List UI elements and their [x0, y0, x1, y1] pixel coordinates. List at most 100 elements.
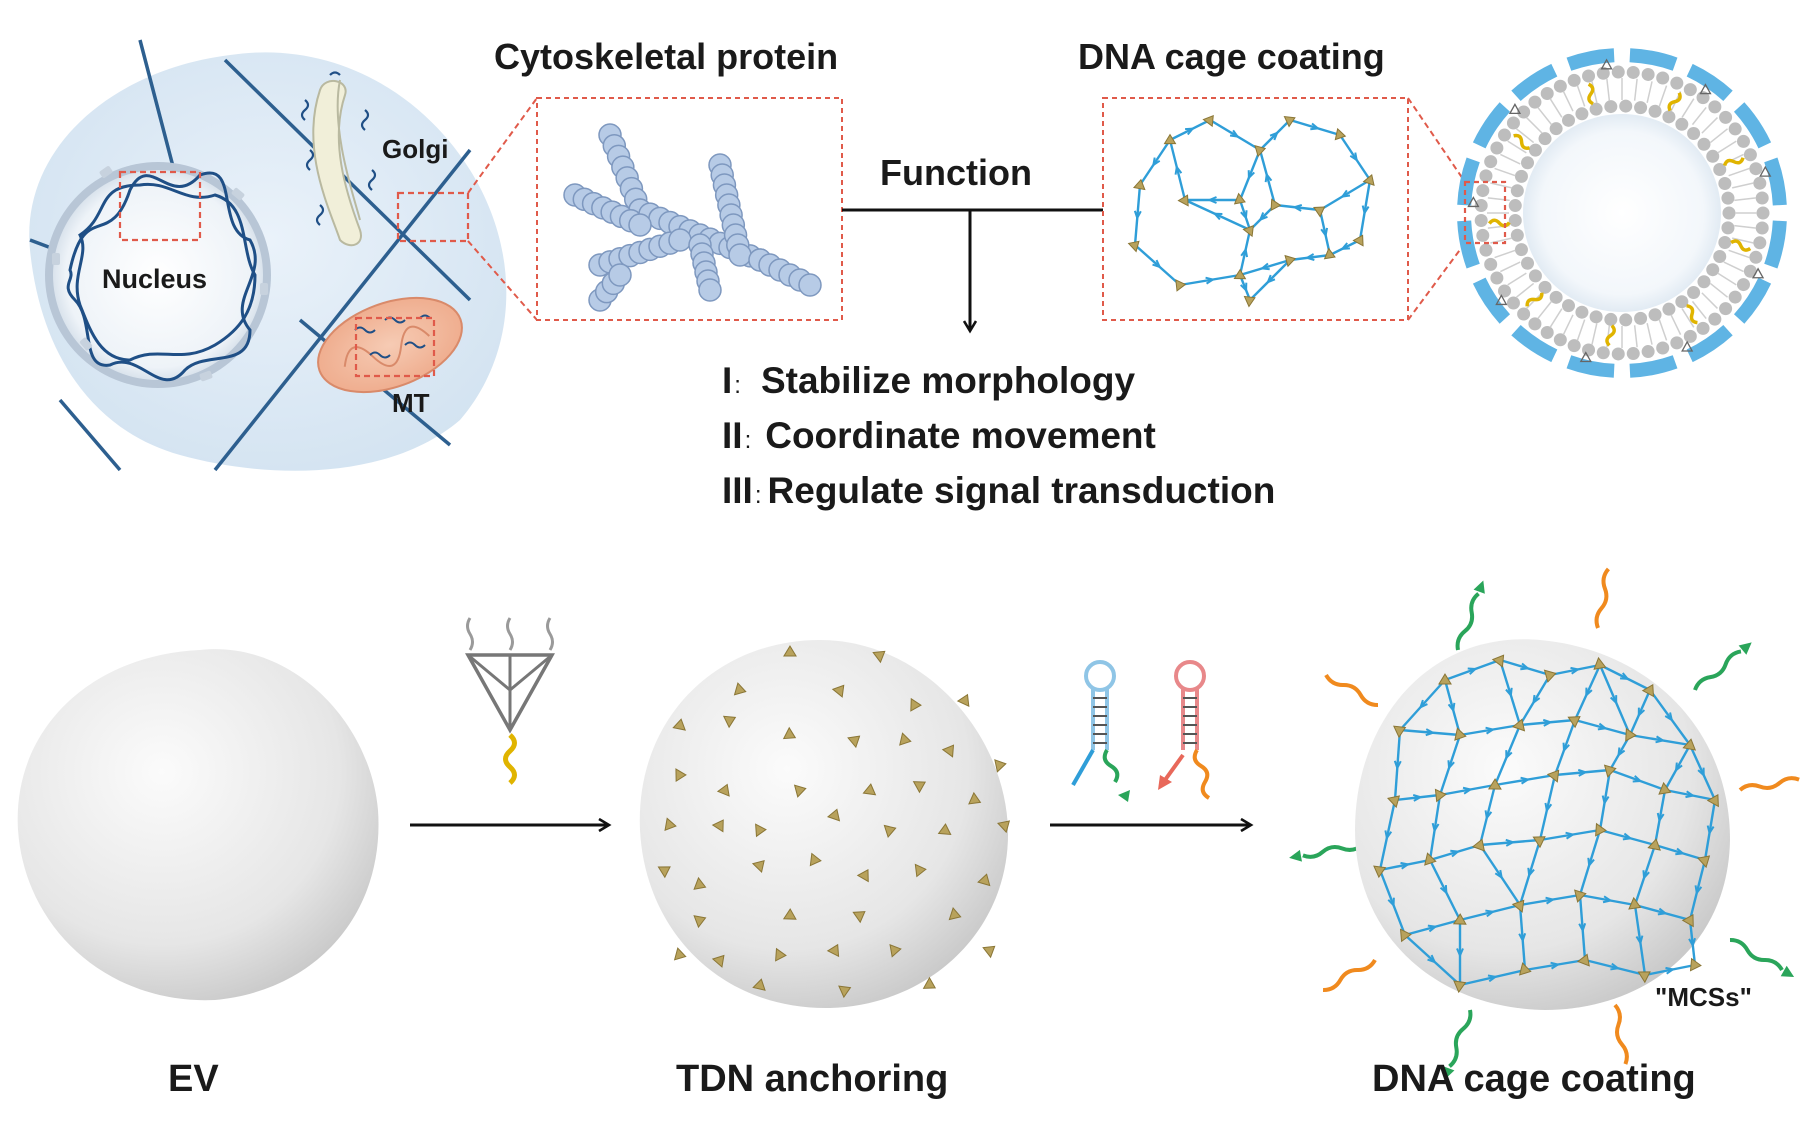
- lipid-tail: [1658, 319, 1668, 341]
- lipid-head: [1528, 143, 1542, 157]
- tdn-marker: [1681, 340, 1694, 352]
- anchored-tdn: [752, 978, 766, 991]
- anchored-tdn: [852, 911, 866, 924]
- anchored-tdn: [693, 915, 707, 929]
- cage-edge: [1134, 244, 1181, 286]
- lipid-head: [1540, 86, 1554, 100]
- lipid-head: [1749, 250, 1763, 264]
- cage-vertex-tdn: [1511, 899, 1525, 913]
- tdn-anchoring-label: TDN anchoring: [676, 1058, 949, 1100]
- lipid-head: [1743, 148, 1757, 162]
- cage-edge: [1634, 903, 1691, 922]
- cholesterol-anchor: [1722, 157, 1745, 167]
- nucleus-label: Nucleus: [102, 264, 208, 294]
- cage-edge: [1493, 724, 1522, 786]
- lipid-tail: [1576, 319, 1586, 341]
- lipid-tail: [1562, 91, 1574, 112]
- lipid-head: [1553, 333, 1567, 347]
- cage-edge-arrow: [1545, 896, 1556, 905]
- lipid-head: [1596, 346, 1610, 360]
- anchored-tdn: [977, 873, 991, 887]
- coated-vesicle-cross-section: [1457, 48, 1787, 378]
- lipid-head: [1474, 214, 1488, 228]
- cage-edge: [1339, 134, 1371, 181]
- lipid-tail: [1591, 322, 1598, 345]
- cage-edge: [1289, 118, 1341, 137]
- tdn-marker: [1699, 83, 1712, 95]
- cage-edge-arrow: [1656, 812, 1665, 823]
- coat-segment: [1566, 355, 1615, 378]
- cholesterol-anchor: [1667, 92, 1682, 112]
- strand-arrowhead: [1443, 1066, 1455, 1080]
- cage-vertex-tdn: [1362, 173, 1375, 186]
- actin-monomer: [798, 273, 822, 297]
- cage-edge-arrow: [1706, 825, 1715, 836]
- cage-edge-arrow: [1485, 726, 1496, 735]
- mcs-strand: [1455, 592, 1480, 651]
- tdn-marker: [1508, 103, 1522, 115]
- cage-edge-arrow: [1400, 861, 1411, 870]
- cage-edge: [1628, 689, 1652, 736]
- anchored-tdn: [675, 768, 687, 783]
- anchored-tdn: [968, 791, 982, 805]
- cage-vertex-tdn: [1573, 889, 1587, 903]
- lipid-head: [1538, 132, 1552, 146]
- cage-edge-arrow: [1655, 735, 1666, 744]
- lipid-head: [1708, 312, 1722, 326]
- lipid-head: [1743, 264, 1757, 278]
- lipid-tail: [1717, 140, 1737, 154]
- lipid-head: [1753, 176, 1767, 190]
- mcs-strand: [1324, 673, 1379, 708]
- cage-edge-arrow: [1427, 924, 1438, 933]
- lipid-head: [1662, 302, 1676, 316]
- lipid-head: [1596, 66, 1610, 80]
- cage-edge-arrow: [1577, 768, 1589, 777]
- cage-vertex-tdn: [1625, 727, 1637, 742]
- hairpin-strands: [1071, 660, 1211, 802]
- cage-edge-arrow: [1550, 961, 1561, 970]
- cage-edge: [1578, 894, 1587, 961]
- cage-vertex-tdn: [1689, 957, 1702, 972]
- cage-edge: [1249, 259, 1291, 301]
- anchored-tdn: [826, 943, 840, 958]
- lipid-head: [1719, 302, 1733, 316]
- lipid-head: [1514, 243, 1528, 257]
- cage-edge: [1538, 774, 1557, 841]
- anchored-tdn: [693, 876, 707, 890]
- lipid-head: [1611, 347, 1625, 361]
- anchored-tdn: [672, 718, 686, 731]
- cage-edge: [1443, 679, 1462, 736]
- nucleus-zoom-box: [118, 170, 202, 242]
- cage-vertex-tdn: [1532, 836, 1546, 849]
- cage-edge-arrow: [1240, 247, 1249, 258]
- cage-vertex-tdn: [1641, 683, 1655, 698]
- cage-edge: [1539, 828, 1601, 842]
- cage-edge-arrow: [1697, 767, 1705, 778]
- cage-edge: [1519, 718, 1576, 727]
- lipid-tail: [1500, 153, 1521, 165]
- lipid-head: [1675, 295, 1689, 309]
- function-item-numeral: I: [722, 360, 733, 401]
- cage-edge-arrow: [1387, 897, 1395, 908]
- anchored-tdn: [673, 947, 687, 961]
- lipid-head: [1567, 73, 1581, 87]
- lipid-head: [1484, 155, 1498, 169]
- cage-vertex-tdn: [1163, 133, 1177, 145]
- cage-edge-arrow: [1685, 790, 1696, 799]
- anchored-tdn: [997, 820, 1011, 834]
- actin-monomer: [728, 243, 752, 267]
- cage-vertex-tdn: [1453, 980, 1467, 994]
- lipid-head: [1697, 137, 1711, 151]
- strand-arrowhead: [1289, 849, 1302, 862]
- anchored-tdn: [872, 650, 886, 664]
- anchored-tdn: [657, 866, 671, 879]
- actin-branched-filament: [563, 123, 822, 312]
- function-item-separator: :: [744, 427, 752, 454]
- lipid-head: [1508, 199, 1522, 213]
- lipid-head: [1662, 110, 1676, 124]
- cage-edge: [1459, 968, 1526, 987]
- cage-edge-arrow: [1527, 867, 1535, 878]
- cage-edge-arrow: [1505, 750, 1513, 761]
- cage-edge-arrow: [1384, 830, 1393, 841]
- lipid-head: [1755, 221, 1769, 235]
